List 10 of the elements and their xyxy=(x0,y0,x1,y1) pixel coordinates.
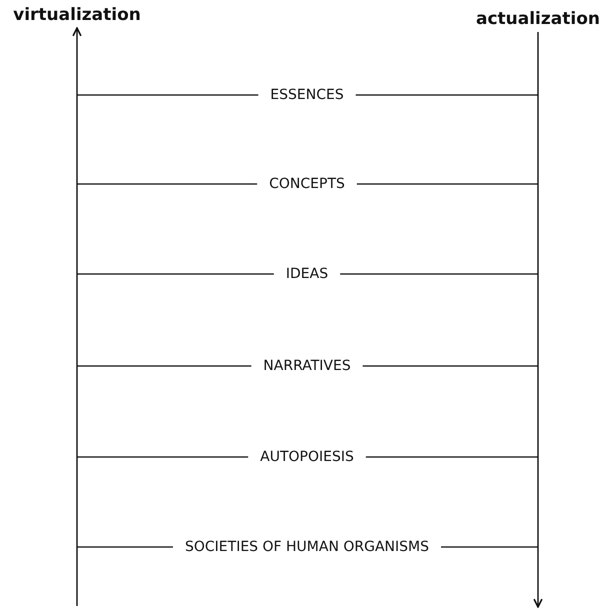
axis-label: actualization xyxy=(476,8,600,30)
level-label: AUTOPOIESIS xyxy=(260,448,354,466)
level-label: ESSENCES xyxy=(270,86,344,104)
axis-label: virtualization xyxy=(13,4,141,26)
arrow xyxy=(72,27,82,606)
level-label: IDEAS xyxy=(286,265,328,283)
level-label: SOCIETIES OF HUMAN ORGANISMS xyxy=(184,538,430,556)
level-label: CONCEPTS xyxy=(269,175,345,193)
level-label: NARRATIVES xyxy=(263,357,351,375)
arrow xyxy=(533,32,543,608)
